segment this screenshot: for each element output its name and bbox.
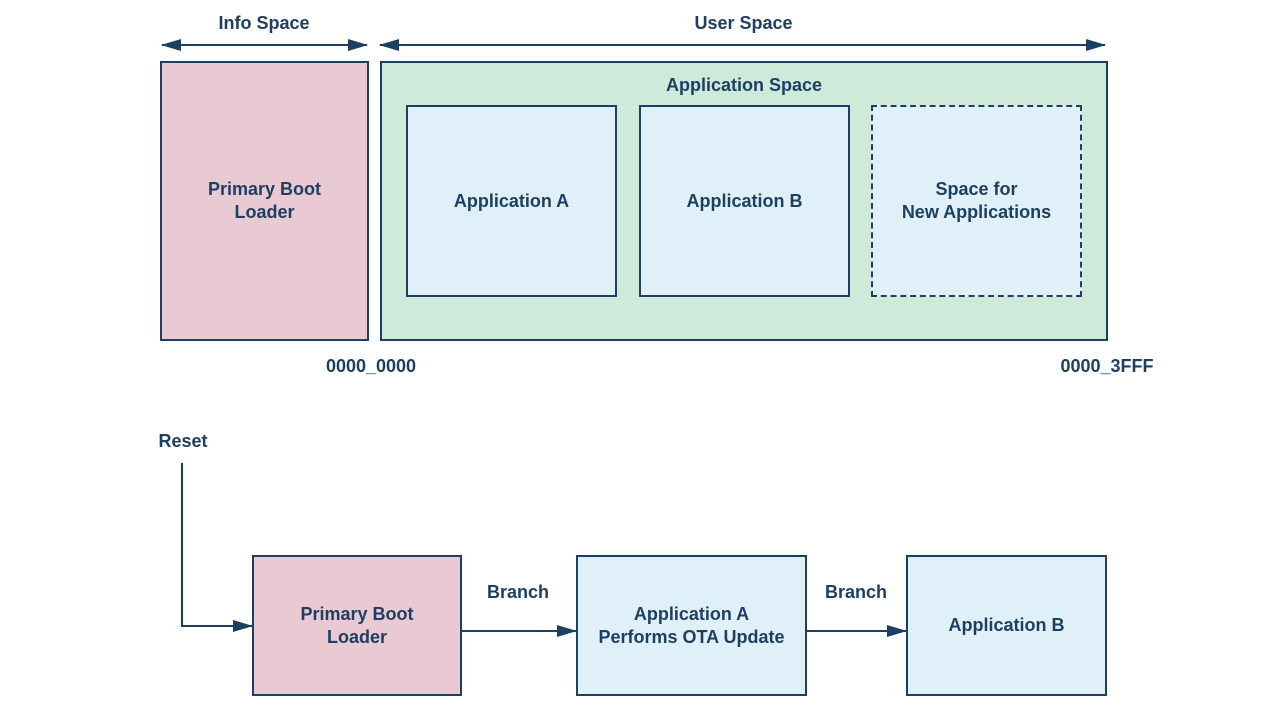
address-start-label: 0000_0000 — [325, 356, 417, 376]
application-a-ota-step-label: Application A Performs OTA Update — [598, 603, 785, 647]
application-space-label: Application Space — [665, 75, 823, 95]
application-b-region: Application B — [639, 105, 850, 297]
branch-label-2: Branch — [824, 582, 887, 602]
application-a-region: Application A — [406, 105, 617, 297]
application-b-step-label: Application B — [948, 615, 1065, 635]
application-b-step: Application B — [906, 555, 1107, 696]
branch-label-1: Branch — [486, 582, 549, 602]
application-b-region-label: Application B — [686, 190, 803, 211]
application-a-ota-step: Application A Performs OTA Update — [576, 555, 807, 696]
reset-arrow — [181, 463, 253, 632]
info-space-label: Info Space — [218, 13, 310, 33]
boot-loader-step: Primary Boot Loader — [252, 555, 462, 696]
boot-loader-region-label: Primary Boot Loader — [207, 179, 322, 222]
boot-loader-region: Primary Boot Loader — [160, 61, 369, 341]
application-a-region-label: Application A — [453, 190, 570, 211]
address-end-label: 0000_3FFF — [1060, 356, 1154, 376]
new-applications-region-label: Space for New Applications — [901, 179, 1052, 222]
boot-loader-step-label: Primary Boot Loader — [300, 603, 414, 647]
user-space-label: User Space — [694, 13, 793, 33]
new-applications-region: Space for New Applications — [871, 105, 1082, 297]
reset-label: Reset — [158, 431, 208, 451]
